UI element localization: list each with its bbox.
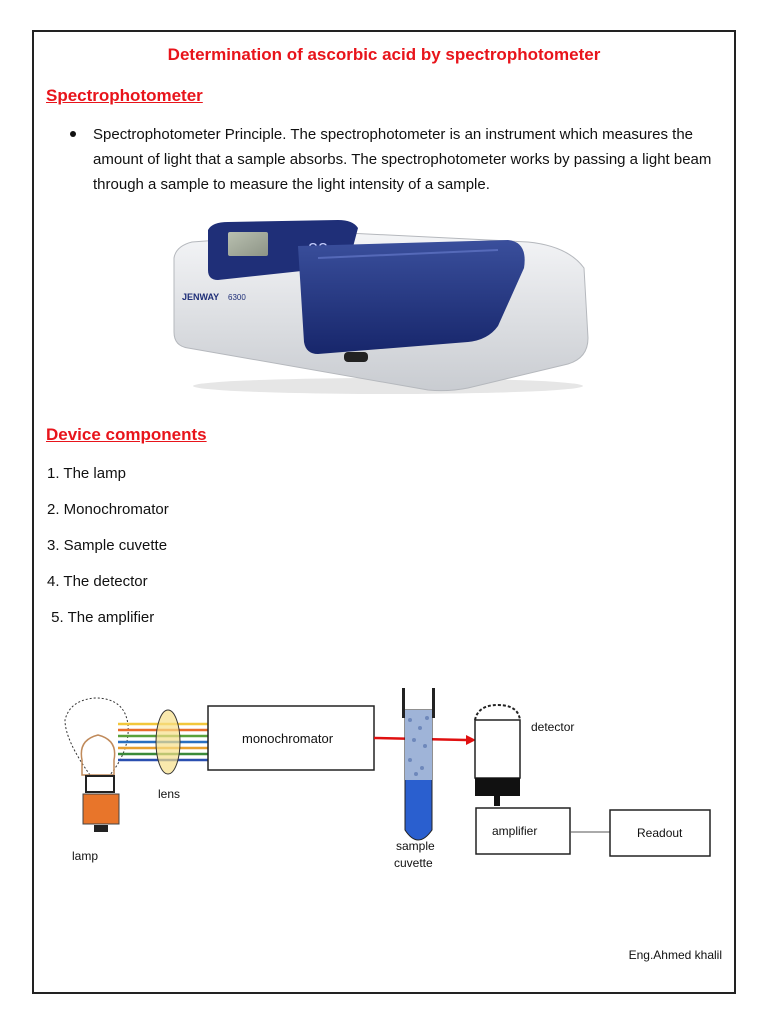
diagram-label-sample: sample xyxy=(396,839,435,853)
page-border xyxy=(32,30,736,994)
list-item: 4. The detector xyxy=(47,573,148,590)
diagram-label-cuvette: cuvette xyxy=(394,856,433,870)
section-heading-components: Device components xyxy=(46,425,207,444)
list-item: 3. Sample cuvette xyxy=(47,537,168,554)
device-model-label: 6300 xyxy=(228,293,246,302)
list-item: 2. Monochromator xyxy=(47,501,169,518)
principle-paragraph: Spectrophotometer Principle. The spectro… xyxy=(93,126,712,193)
diagram-label-lamp: lamp xyxy=(72,849,99,863)
diagram-label-amplifier: amplifier xyxy=(492,824,538,838)
list-item: 1. The lamp xyxy=(47,465,126,482)
bullet-icon xyxy=(70,131,76,137)
diagram-label-monochromator: monochromator xyxy=(242,731,334,746)
device-brand-label: JENWAY xyxy=(182,292,219,302)
diagram-label-readout: Readout xyxy=(637,826,683,840)
author-credit: Eng.Ahmed khalil xyxy=(628,948,722,962)
list-item: 5. The amplifier xyxy=(47,609,155,626)
spectrophotometer-image: 88 JENWAY 6300 xyxy=(173,220,589,394)
diagram-label-lens: lens xyxy=(158,787,181,801)
page-title: Determination of ascorbic acid by spectr… xyxy=(167,45,601,64)
spectrophotometer-diagram xyxy=(64,688,711,857)
section-heading-spectrophotometer: Spectrophotometer xyxy=(46,86,203,105)
diagram-label-detector: detector xyxy=(531,720,575,734)
